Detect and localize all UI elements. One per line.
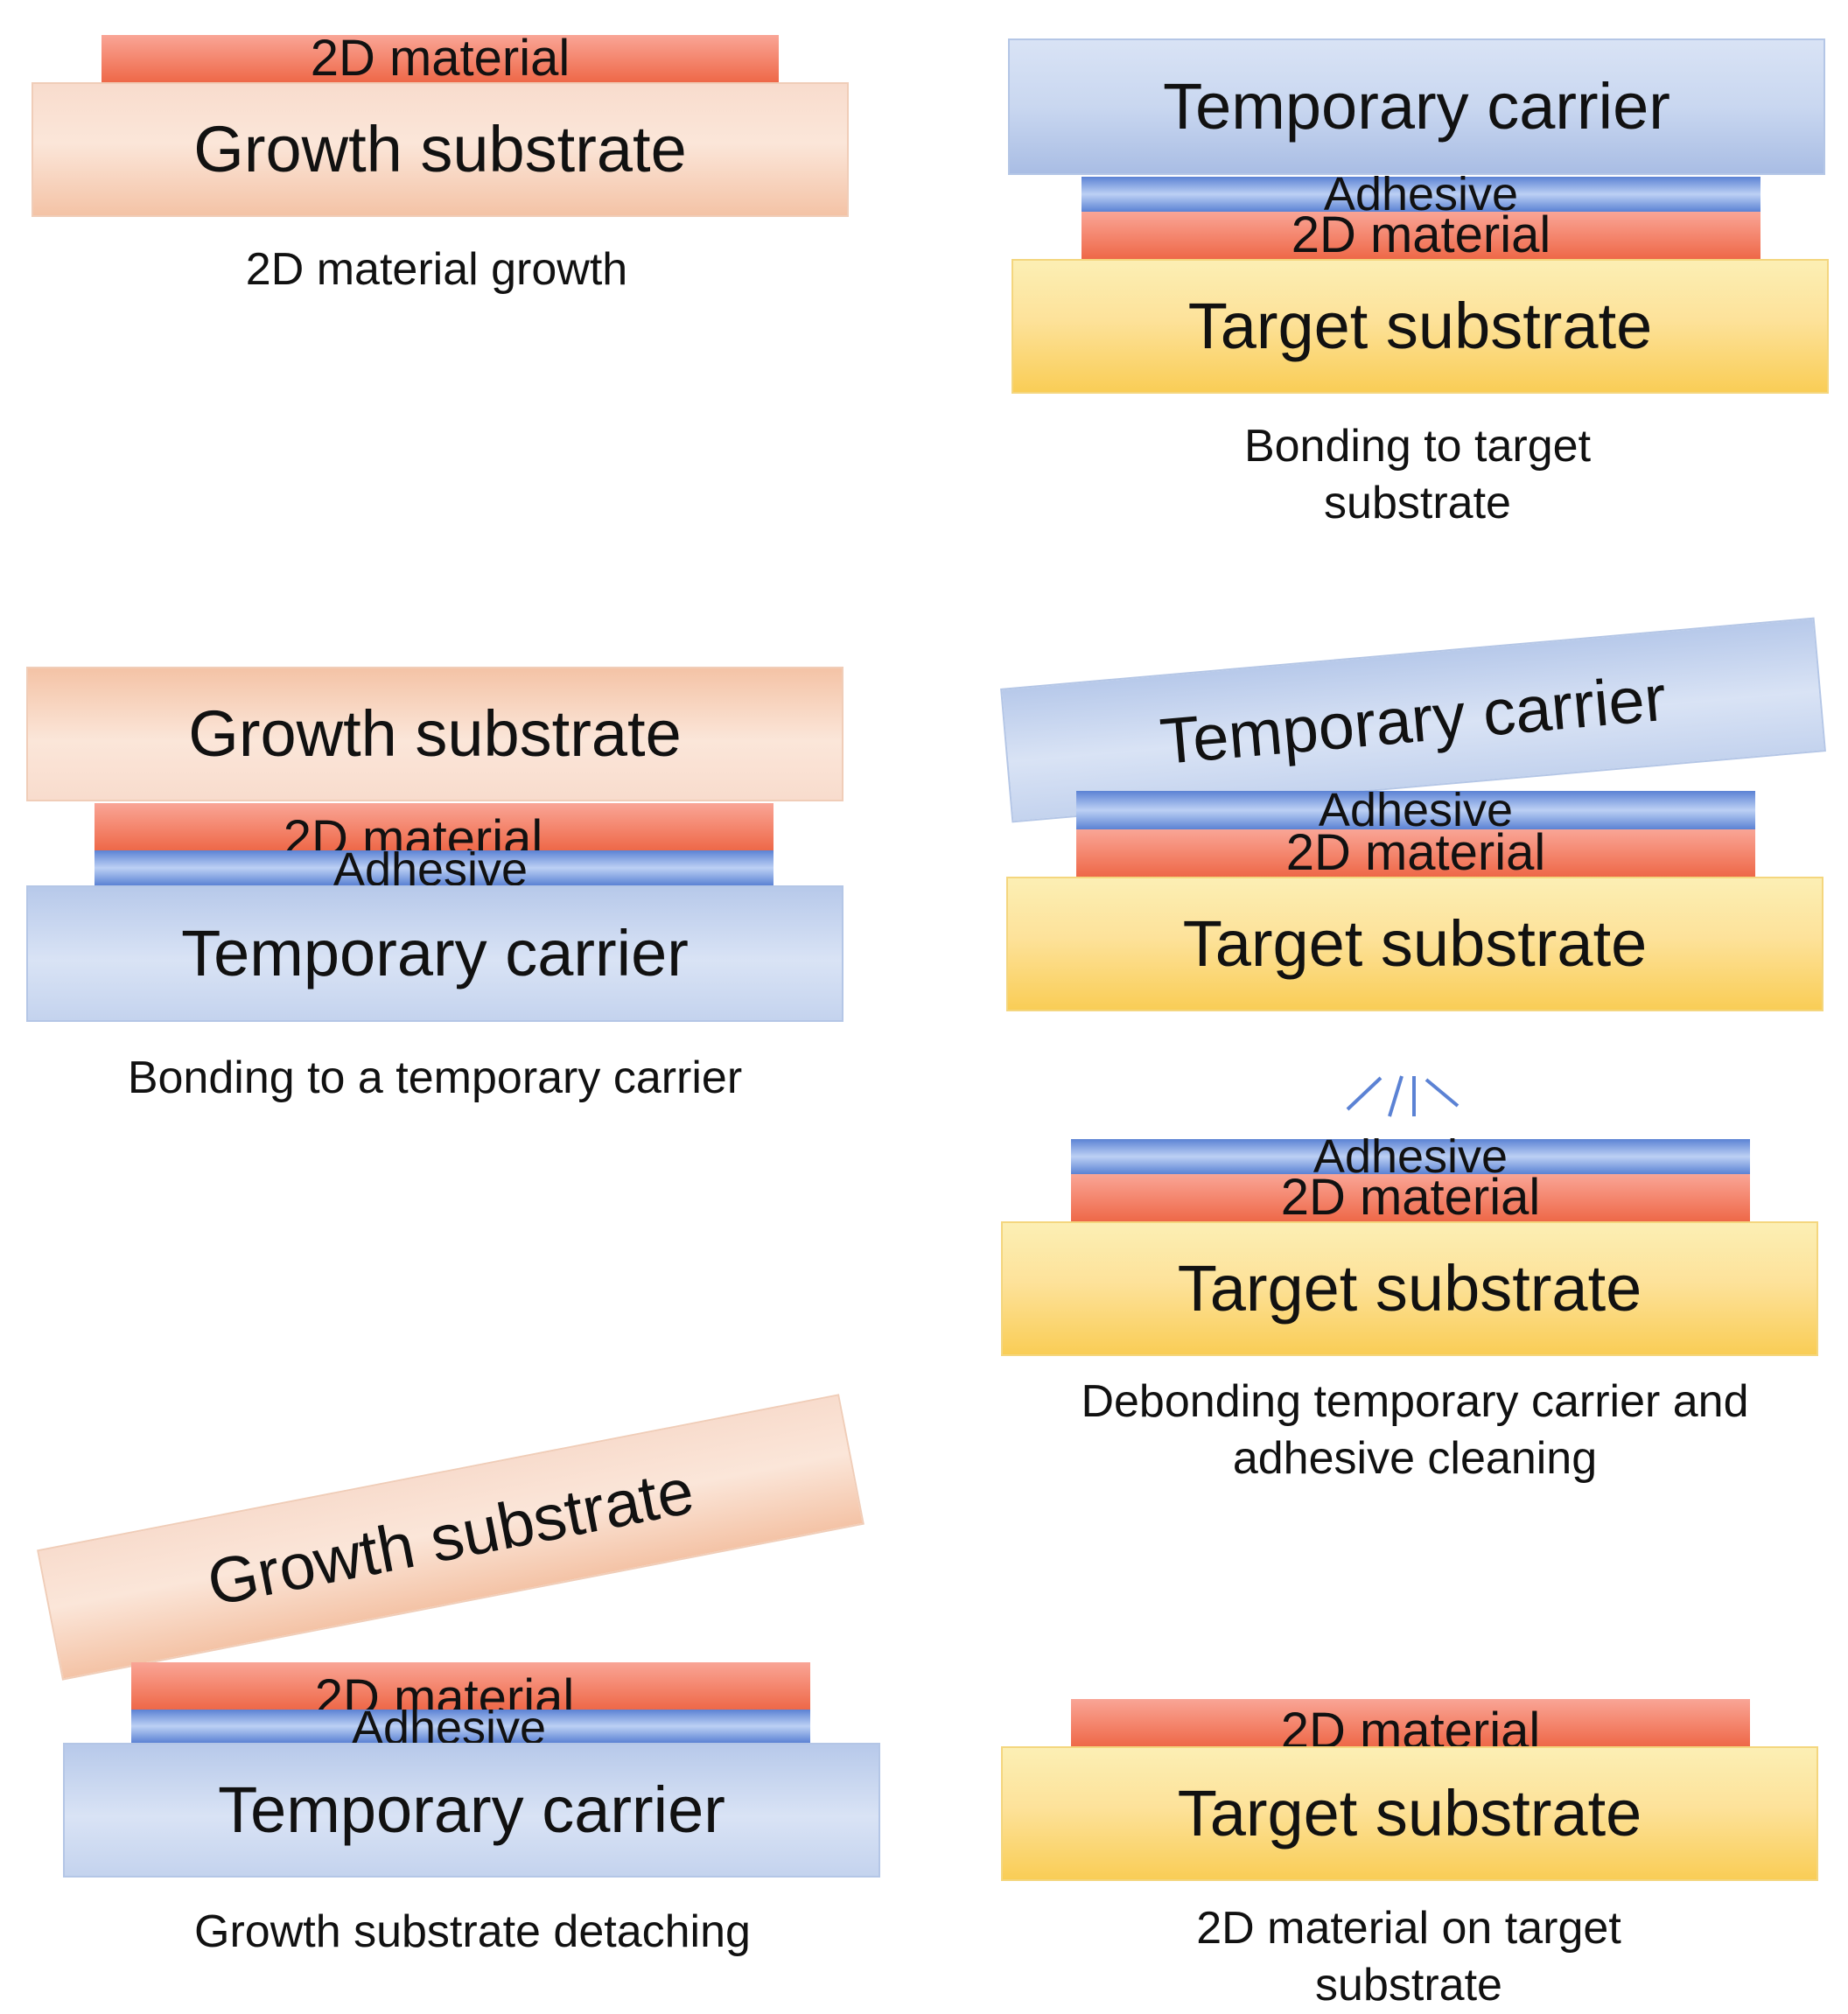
target-substrate-label: Target substrate bbox=[1177, 1777, 1642, 1850]
2d-material-layer: 2D material bbox=[1071, 1169, 1750, 1226]
target-substrate-layer: Target substrate bbox=[1006, 877, 1824, 1011]
step-caption-growth: 2D material growth bbox=[245, 244, 628, 295]
step-caption-debonding-line2: adhesive cleaning bbox=[1232, 1433, 1598, 1484]
adhesive-label: Adhesive bbox=[1312, 1130, 1508, 1183]
adhesive-label: Adhesive bbox=[1323, 168, 1519, 220]
growth-substrate-layer: Growth substrate bbox=[32, 82, 849, 217]
2d-material-label: 2D material bbox=[1285, 824, 1546, 881]
2d-material-layer: 2D material bbox=[1076, 824, 1755, 881]
target-substrate-layer: Target substrate bbox=[1001, 1221, 1818, 1356]
step-caption-temporary-bonding: Bonding to a temporary carrier bbox=[127, 1052, 743, 1103]
2d-material-layer: 2D material bbox=[102, 30, 779, 87]
growth-substrate-layer: Growth substrate bbox=[26, 667, 844, 801]
target-substrate-layer: Target substrate bbox=[1001, 1746, 1818, 1881]
temporary-carrier-label: Temporary carrier bbox=[1157, 661, 1670, 779]
step-caption-debonding: Debonding temporary carrier and adhesive… bbox=[1081, 1374, 1748, 1487]
growth-substrate-layer-tilted: Growth substrate bbox=[37, 1394, 864, 1681]
2d-material-layer: 2D material bbox=[1082, 206, 1760, 263]
adhesive-layer: Adhesive bbox=[1071, 1133, 1750, 1180]
target-substrate-layer: Target substrate bbox=[1012, 259, 1829, 394]
temporary-carrier-label: Temporary carrier bbox=[181, 917, 689, 990]
adhesive-layer: Adhesive bbox=[94, 846, 774, 893]
2d-material-label: 2D material bbox=[1280, 1169, 1541, 1226]
temporary-carrier-layer: Temporary carrier bbox=[63, 1743, 880, 1878]
adhesive-label: Adhesive bbox=[1318, 784, 1514, 836]
temporary-carrier-layer: Temporary carrier bbox=[1008, 38, 1825, 175]
adhesive-layer: Adhesive bbox=[131, 1704, 810, 1752]
cleaning-spray-icon bbox=[1346, 1075, 1460, 1117]
step-caption-target-bonding: Bonding to target substrate bbox=[1243, 421, 1592, 528]
growth-substrate-label: Growth substrate bbox=[193, 113, 687, 185]
temporary-carrier-label: Temporary carrier bbox=[218, 1773, 725, 1846]
2d-material-layer: 2D material bbox=[1071, 1699, 1750, 1757]
step-caption-growth-detaching: Growth substrate detaching bbox=[194, 1906, 751, 1957]
adhesive-layer: Adhesive bbox=[1082, 171, 1760, 218]
growth-substrate-label: Growth substrate bbox=[201, 1454, 700, 1620]
target-substrate-label: Target substrate bbox=[1177, 1252, 1642, 1325]
growth-substrate-label: Growth substrate bbox=[188, 697, 682, 770]
target-substrate-label: Target substrate bbox=[1187, 290, 1653, 362]
step-caption-debonding-line1: Debonding temporary carrier and bbox=[1081, 1376, 1749, 1427]
adhesive-layer: Adhesive bbox=[1076, 787, 1755, 834]
step-caption-final: 2D material on target substrate bbox=[1196, 1903, 1621, 2011]
temporary-carrier-label: Temporary carrier bbox=[1163, 70, 1670, 143]
target-substrate-label: Target substrate bbox=[1182, 907, 1648, 980]
2d-material-layer: 2D material bbox=[94, 803, 774, 864]
2d-material-label: 2D material bbox=[310, 30, 570, 87]
2d-material-label: 2D material bbox=[1291, 206, 1551, 263]
temporary-carrier-layer: Temporary carrier bbox=[26, 885, 844, 1022]
